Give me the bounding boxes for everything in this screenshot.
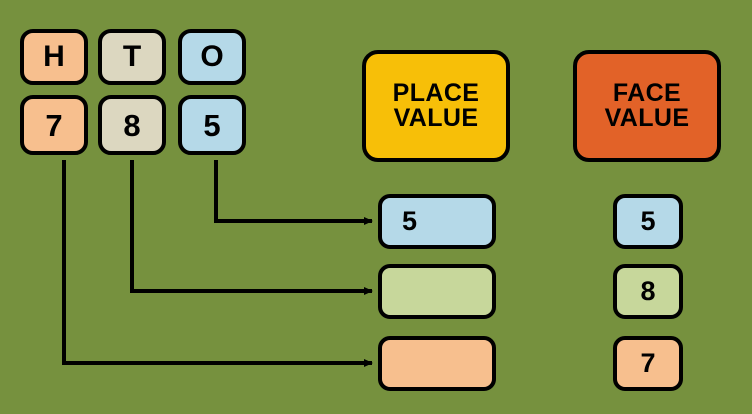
face-value-box-1[interactable]: 5 (613, 194, 683, 249)
digit-card-hundreds[interactable]: 7 (20, 95, 88, 155)
face-value-box-2-value: 8 (640, 276, 656, 306)
digit-card-tens-value: 8 (123, 107, 141, 143)
place-header-ones: O (178, 29, 246, 85)
place-value-title-line2: VALUE (393, 104, 479, 132)
place-value-title-line1: PLACE (392, 79, 480, 107)
digit-card-tens[interactable]: 8 (98, 95, 166, 155)
place-header-ones-label: O (200, 40, 224, 73)
face-value-title-line1: FACE (612, 79, 682, 107)
connector-ones-to-box1 (214, 160, 373, 225)
face-value-box-3[interactable]: 7 (613, 336, 683, 391)
face-value-box-1-value: 5 (640, 206, 656, 236)
place-header-tens: T (98, 29, 166, 85)
place-header-hundreds-label: H (43, 40, 65, 73)
connector-tens-to-box2 (130, 160, 373, 295)
place-value-box-2[interactable] (378, 264, 496, 319)
place-value-box-1[interactable]: 5 (378, 194, 496, 249)
place-header-tens-label: T (122, 40, 142, 73)
face-value-title-line2: VALUE (604, 104, 690, 132)
place-value-box-1-value: 5 (402, 206, 418, 236)
face-value-box-3-value: 7 (640, 348, 656, 378)
face-value-box-2[interactable]: 8 (613, 264, 683, 319)
place-value-box-3[interactable] (378, 336, 496, 391)
digit-card-hundreds-value: 7 (45, 107, 63, 143)
digit-card-ones-value: 5 (203, 107, 221, 143)
place-header-hundreds: H (20, 29, 88, 85)
place-value-title: PLACE VALUE (362, 50, 510, 162)
connector-hundreds-to-box3 (62, 160, 373, 367)
digit-card-ones[interactable]: 5 (178, 95, 246, 155)
face-value-title: FACE VALUE (573, 50, 721, 162)
